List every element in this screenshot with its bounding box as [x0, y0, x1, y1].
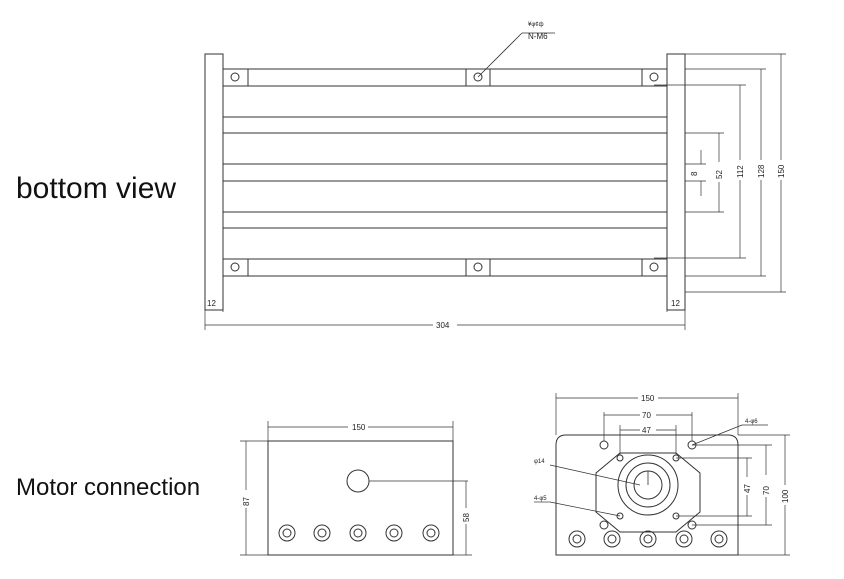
- bottom-view-drawing: [204, 32, 786, 330]
- mount-hole-6: [599, 520, 609, 530]
- shaft-hole: [346, 469, 370, 493]
- bottom-view-title: bottom view: [16, 172, 177, 205]
- mount-hole: [230, 72, 240, 82]
- right-rail: [666, 53, 686, 311]
- dim-holes: 112: [736, 165, 745, 178]
- bearing-inner: [625, 462, 671, 508]
- dim-width-304: 304: [436, 321, 450, 330]
- note-shaft: φ14: [534, 459, 545, 465]
- mount-hole: [473, 262, 483, 272]
- dim-front-pcd-outer: 70: [642, 411, 651, 420]
- mount-hole-5: [616, 454, 624, 462]
- connector-row: [278, 524, 440, 542]
- dim-plate: 128: [757, 164, 766, 178]
- dim-motor-side-width: 150: [352, 423, 366, 432]
- note-top: ¥φ¢ф: [528, 22, 544, 28]
- dim-front-vert-outer: 70: [762, 486, 771, 495]
- dim-front-width: 150: [641, 394, 655, 403]
- motor-front-view: [534, 393, 790, 556]
- note-holes-6: 4-φ6: [745, 419, 758, 425]
- dim-front-height: 100: [781, 489, 790, 503]
- connector-row: [568, 530, 728, 548]
- motor-side-body: [267, 440, 454, 556]
- dim-right-rail: 12: [671, 299, 680, 308]
- motor-side-view: [240, 421, 472, 556]
- mount-hole: [230, 262, 240, 272]
- mount-hole: [649, 72, 659, 82]
- motor-flange: [595, 452, 701, 533]
- dim-motor-side-center: 58: [462, 513, 471, 522]
- dim-inner: 52: [715, 170, 724, 179]
- dim-total: 150: [777, 164, 786, 178]
- dim-slot: 8: [690, 171, 699, 176]
- left-rail: [204, 53, 224, 311]
- dim-front-pcd-inner: 47: [642, 426, 651, 435]
- mounting-plate: [222, 68, 668, 277]
- mount-hole: [473, 72, 483, 82]
- dim-front-vert-inner: 47: [743, 484, 752, 493]
- note-holes-5: 4-φ5: [534, 496, 547, 502]
- note-thread: N-M6: [528, 32, 548, 41]
- dim-motor-side-height: 87: [242, 497, 251, 506]
- motor-connection-title: Motor connection: [16, 474, 201, 501]
- bearing-outer: [617, 454, 679, 516]
- mount-hole-5: [616, 512, 624, 520]
- dim-left-rail: 12: [207, 299, 216, 308]
- motor-front-body: [555, 434, 739, 556]
- mount-hole: [649, 262, 659, 272]
- mount-hole-6: [599, 440, 609, 450]
